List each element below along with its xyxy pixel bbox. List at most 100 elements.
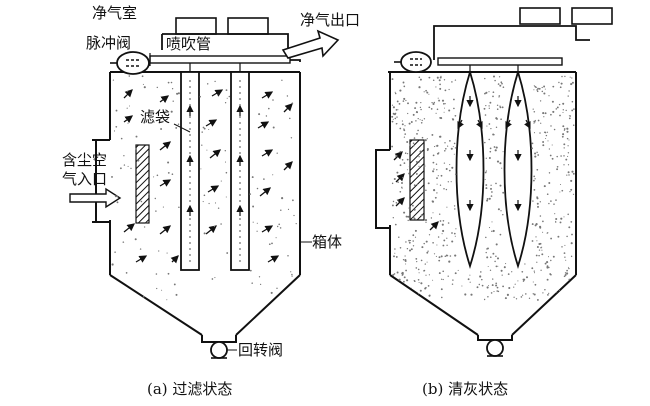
dust-particle xyxy=(548,148,551,150)
dust-particle xyxy=(558,103,561,106)
dust-particle xyxy=(265,115,268,117)
dust-particle xyxy=(424,263,426,265)
dust-particle xyxy=(537,119,540,122)
dust-particle xyxy=(495,265,498,268)
dust-particle xyxy=(263,178,265,180)
dust-particle xyxy=(175,293,178,296)
dust-particle xyxy=(433,168,435,170)
dust-particle xyxy=(442,244,445,247)
dust-particle xyxy=(444,255,447,257)
hopper xyxy=(389,274,577,336)
dust-particle xyxy=(438,79,441,82)
dust-particle xyxy=(517,280,519,282)
dust-particle xyxy=(550,125,552,127)
dust-particle xyxy=(454,147,457,149)
dust-particle xyxy=(401,177,404,179)
dust-particle xyxy=(276,225,279,228)
dust-particle xyxy=(564,274,567,276)
dust-particle xyxy=(567,95,569,97)
dust-particle xyxy=(548,202,550,205)
dust-particle xyxy=(252,221,254,223)
dust-particle xyxy=(500,210,502,212)
dust-particle xyxy=(566,128,569,130)
dust-particle xyxy=(568,278,571,281)
dust-particle xyxy=(408,249,412,252)
dust-particle xyxy=(156,287,158,290)
dust-particle xyxy=(421,136,424,139)
dust-particle xyxy=(401,271,404,275)
dust-particle xyxy=(213,225,216,228)
dust-particle xyxy=(570,83,573,86)
dust-particle xyxy=(393,255,395,258)
dust-particle xyxy=(401,158,404,161)
dust-particle xyxy=(114,195,117,198)
dust-particle xyxy=(268,243,271,246)
dust-particle xyxy=(547,256,550,258)
dust-particle xyxy=(490,292,493,294)
dust-particle xyxy=(492,91,495,94)
dust-particle xyxy=(531,223,534,226)
dust-particle xyxy=(562,125,565,128)
dust-particle xyxy=(394,248,396,250)
dust-particle xyxy=(403,129,406,132)
dust-particle xyxy=(392,273,395,276)
dust-particle xyxy=(433,101,436,104)
dust-particle xyxy=(394,252,396,254)
dust-particle xyxy=(406,169,408,171)
dust-particle xyxy=(439,184,442,186)
dust-particle xyxy=(433,253,436,255)
dust-particle xyxy=(464,293,467,296)
dust-particle xyxy=(541,249,543,251)
dust-particle xyxy=(417,129,419,132)
dust-particle xyxy=(153,176,155,178)
dust-particle xyxy=(521,294,524,296)
dust-particle xyxy=(441,99,445,102)
dust-particle xyxy=(418,272,420,274)
dust-particle xyxy=(224,102,227,104)
dust-particle xyxy=(203,127,206,130)
dust-particle xyxy=(419,78,422,81)
dust-particle xyxy=(401,120,403,122)
dust-particle xyxy=(539,215,542,217)
dust-particle xyxy=(401,274,404,276)
dust-particle xyxy=(568,267,570,270)
dust-particle xyxy=(565,109,567,112)
dust-particle xyxy=(214,80,216,83)
dust-particle xyxy=(544,88,546,90)
dust-particle xyxy=(545,134,548,137)
dust-particle xyxy=(454,79,457,81)
dust-particle xyxy=(496,290,499,292)
dust-particle xyxy=(431,200,433,202)
dust-particle xyxy=(547,232,549,234)
dust-particle xyxy=(444,150,446,152)
dust-particle xyxy=(540,247,542,249)
dust-particle xyxy=(560,82,563,85)
dust-particle xyxy=(258,113,261,116)
dust-particle xyxy=(405,263,407,265)
pulse-valve-icon xyxy=(400,51,432,73)
dust-particle xyxy=(533,270,535,272)
dust-particle xyxy=(392,200,395,203)
dust-particle xyxy=(495,282,498,285)
dust-particle xyxy=(416,183,418,186)
dust-particle xyxy=(421,119,423,122)
dust-particle xyxy=(486,286,489,289)
dust-particle xyxy=(536,151,538,154)
dust-particle xyxy=(567,152,570,154)
dust-particle xyxy=(485,104,487,107)
dust-particle xyxy=(418,165,420,168)
dust-particle xyxy=(416,173,418,175)
dust-particle xyxy=(201,144,203,146)
dust-particle xyxy=(559,183,562,186)
dust-particle xyxy=(536,202,539,205)
dust-particle xyxy=(452,98,455,101)
dust-particle xyxy=(432,79,435,82)
dust-particle xyxy=(433,189,436,192)
dust-particle xyxy=(539,242,542,245)
dust-particle xyxy=(572,193,575,195)
dust-particle xyxy=(568,117,571,120)
dust-particle xyxy=(536,246,539,248)
caption-filtering: (a) 过滤状态 xyxy=(147,380,232,398)
dust-particle xyxy=(416,132,418,135)
dust-particle xyxy=(432,279,434,281)
